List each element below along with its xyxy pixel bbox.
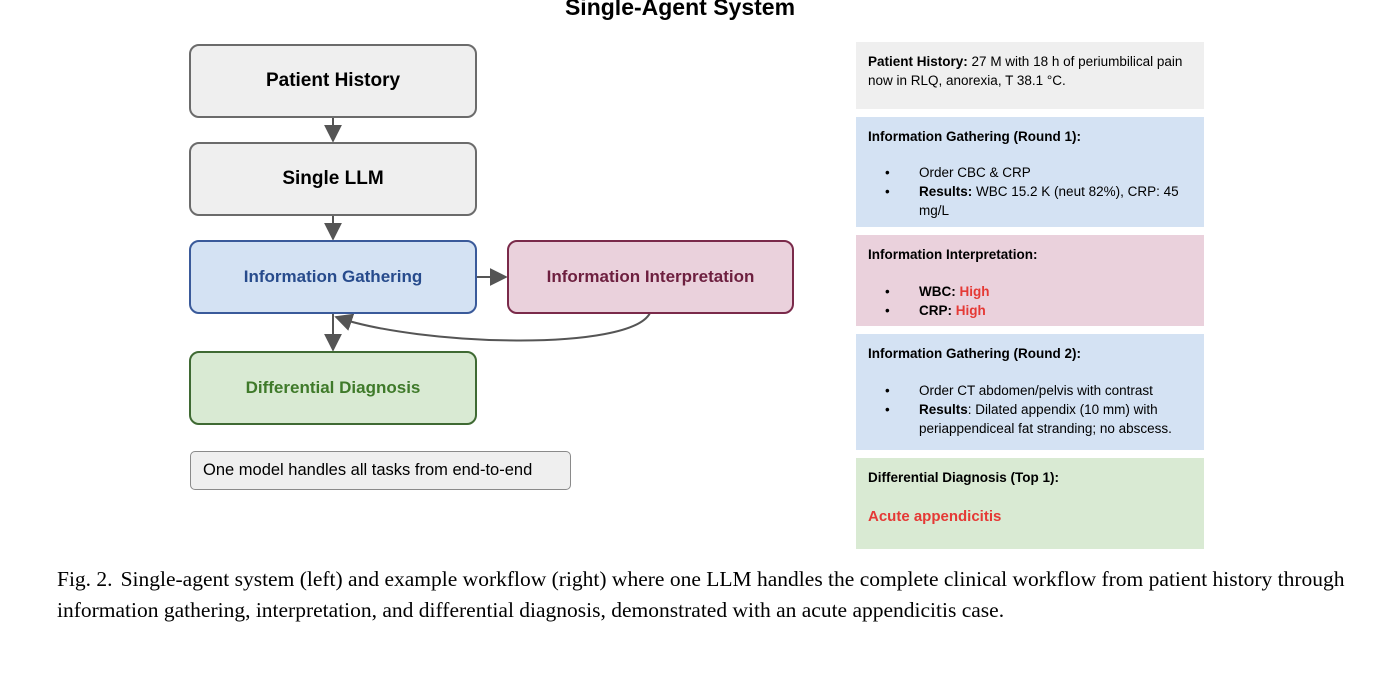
panel-gathering-round2: Information Gathering (Round 2): Order C… bbox=[856, 334, 1204, 450]
caption-label: Fig. 2. bbox=[57, 567, 113, 591]
figure-caption: Fig. 2.Single-agent system (left) and ex… bbox=[57, 564, 1357, 626]
single-model-note-text: One model handles all tasks from end-to-… bbox=[203, 461, 533, 479]
diagram-title: Single-Agent System bbox=[564, 0, 796, 20]
round1-order-text: Order CBC & CRP bbox=[919, 165, 1031, 180]
patient-history-label: Patient History bbox=[265, 70, 401, 91]
caption-text: Single-agent system (left) and example w… bbox=[57, 567, 1345, 622]
information-interpretation-node: Information Interpretation bbox=[507, 240, 794, 314]
information-gathering-label: Information Gathering bbox=[243, 267, 423, 286]
list-item: CRP: High bbox=[868, 301, 1192, 320]
panel-interpretation-header: Information Interpretation: bbox=[868, 247, 1038, 262]
information-interpretation-label: Information Interpretation bbox=[546, 267, 755, 286]
panel-round1-list: Order CBC & CRP Results: WBC 15.2 K (neu… bbox=[868, 163, 1192, 220]
list-item: Order CBC & CRP bbox=[868, 163, 1192, 182]
information-gathering-node: Information Gathering bbox=[189, 240, 477, 314]
arrow-interpretation-to-gathering bbox=[334, 312, 651, 342]
list-item: Results: WBC 15.2 K (neut 82%), CRP: 45 … bbox=[868, 182, 1192, 220]
interp-wbc-value: High bbox=[959, 284, 990, 299]
round2-results-label: Results bbox=[919, 402, 968, 417]
panel-round2-header: Information Gathering (Round 2): bbox=[868, 346, 1081, 361]
single-llm-label: Single LLM bbox=[282, 168, 384, 189]
differential-diagnosis-label: Differential Diagnosis bbox=[245, 378, 421, 397]
interp-crp-label: CRP: bbox=[919, 303, 952, 318]
list-item: WBC: High bbox=[868, 282, 1192, 301]
flow-arrows bbox=[324, 117, 651, 352]
interp-crp-value: High bbox=[955, 303, 986, 318]
panel-gathering-round1: Information Gathering (Round 1): Order C… bbox=[856, 117, 1204, 227]
round1-results-text: WBC 15.2 K (neut 82%), CRP: 45 mg/L bbox=[919, 184, 1179, 218]
panel-round1-header: Information Gathering (Round 1): bbox=[868, 129, 1081, 144]
panel-diagnosis: Differential Diagnosis (Top 1): Acute ap… bbox=[856, 458, 1204, 549]
diagnosis-value: Acute appendicitis bbox=[868, 508, 1002, 525]
single-model-note: One model handles all tasks from end-to-… bbox=[190, 451, 571, 490]
patient-history-node: Patient History bbox=[189, 44, 477, 118]
differential-diagnosis-node: Differential Diagnosis bbox=[189, 351, 477, 425]
round2-order-text: Order CT abdomen/pelvis with contrast bbox=[919, 383, 1153, 398]
panel-round2-list: Order CT abdomen/pelvis with contrast Re… bbox=[868, 381, 1192, 438]
single-llm-node: Single LLM bbox=[189, 142, 477, 216]
panel-interpretation: Information Interpretation: WBC: High CR… bbox=[856, 235, 1204, 326]
round2-results-text: : Dilated appendix (10 mm) with periappe… bbox=[919, 402, 1172, 436]
panel-history-label: Patient History: bbox=[868, 54, 968, 69]
panel-patient-history: Patient History: 27 M with 18 h of periu… bbox=[856, 42, 1204, 109]
list-item: Order CT abdomen/pelvis with contrast bbox=[868, 381, 1192, 400]
panel-diagnosis-header: Differential Diagnosis (Top 1): bbox=[868, 470, 1060, 485]
list-item: Results: Dilated appendix (10 mm) with p… bbox=[868, 400, 1192, 438]
panel-history-text: 27 M with 18 h of periumbilical pain now… bbox=[868, 54, 1183, 88]
interp-wbc-label: WBC: bbox=[919, 284, 956, 299]
round1-results-label: Results: bbox=[919, 184, 973, 199]
panel-interpretation-list: WBC: High CRP: High bbox=[868, 282, 1192, 320]
